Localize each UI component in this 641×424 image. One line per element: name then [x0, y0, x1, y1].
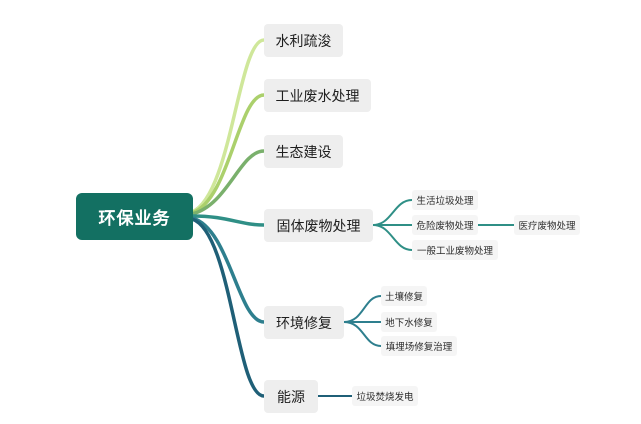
leaf-turang[interactable]: 土壤修复	[381, 286, 427, 306]
leaf-fenshao[interactable]: 垃圾焚烧发电	[352, 386, 418, 406]
leaf-shenghuo[interactable]: 生活垃圾处理	[412, 190, 478, 210]
leaf-dixiashui[interactable]: 地下水修复	[381, 312, 437, 332]
link-guti-to-shenghuo	[372, 199, 413, 226]
link-root-to-nengyuan	[190, 217, 266, 398]
branch-huanjing[interactable]: 环境修复	[264, 306, 344, 339]
branch-guti[interactable]: 固体废物处理	[264, 209, 373, 242]
link-huanjing-to-turang	[343, 295, 382, 323]
root-node[interactable]: 环保业务	[76, 193, 193, 240]
link-root-to-guti	[190, 214, 266, 227]
leaf-yiliao[interactable]: 医疗废物处理	[514, 215, 580, 235]
leaf-weixian[interactable]: 危险废物处理	[412, 215, 478, 235]
link-guti-to-yiban	[372, 224, 413, 251]
link-root-to-shuili	[190, 38, 266, 214]
branch-gongye[interactable]: 工业废水处理	[264, 79, 371, 112]
link-root-to-huanjing	[190, 216, 266, 324]
branch-nengyuan[interactable]: 能源	[264, 380, 318, 413]
link-root-to-gongye	[190, 93, 266, 215]
branch-shengtai[interactable]: 生态建设	[264, 135, 343, 168]
leaf-tianmai[interactable]: 填埋场修复治理	[381, 336, 457, 356]
branch-shuili[interactable]: 水利疏浚	[264, 24, 343, 57]
leaf-yiban[interactable]: 一般工业废物处理	[412, 240, 498, 260]
link-root-to-shengtai	[190, 149, 266, 216]
link-huanjing-to-tianmai	[343, 321, 382, 347]
